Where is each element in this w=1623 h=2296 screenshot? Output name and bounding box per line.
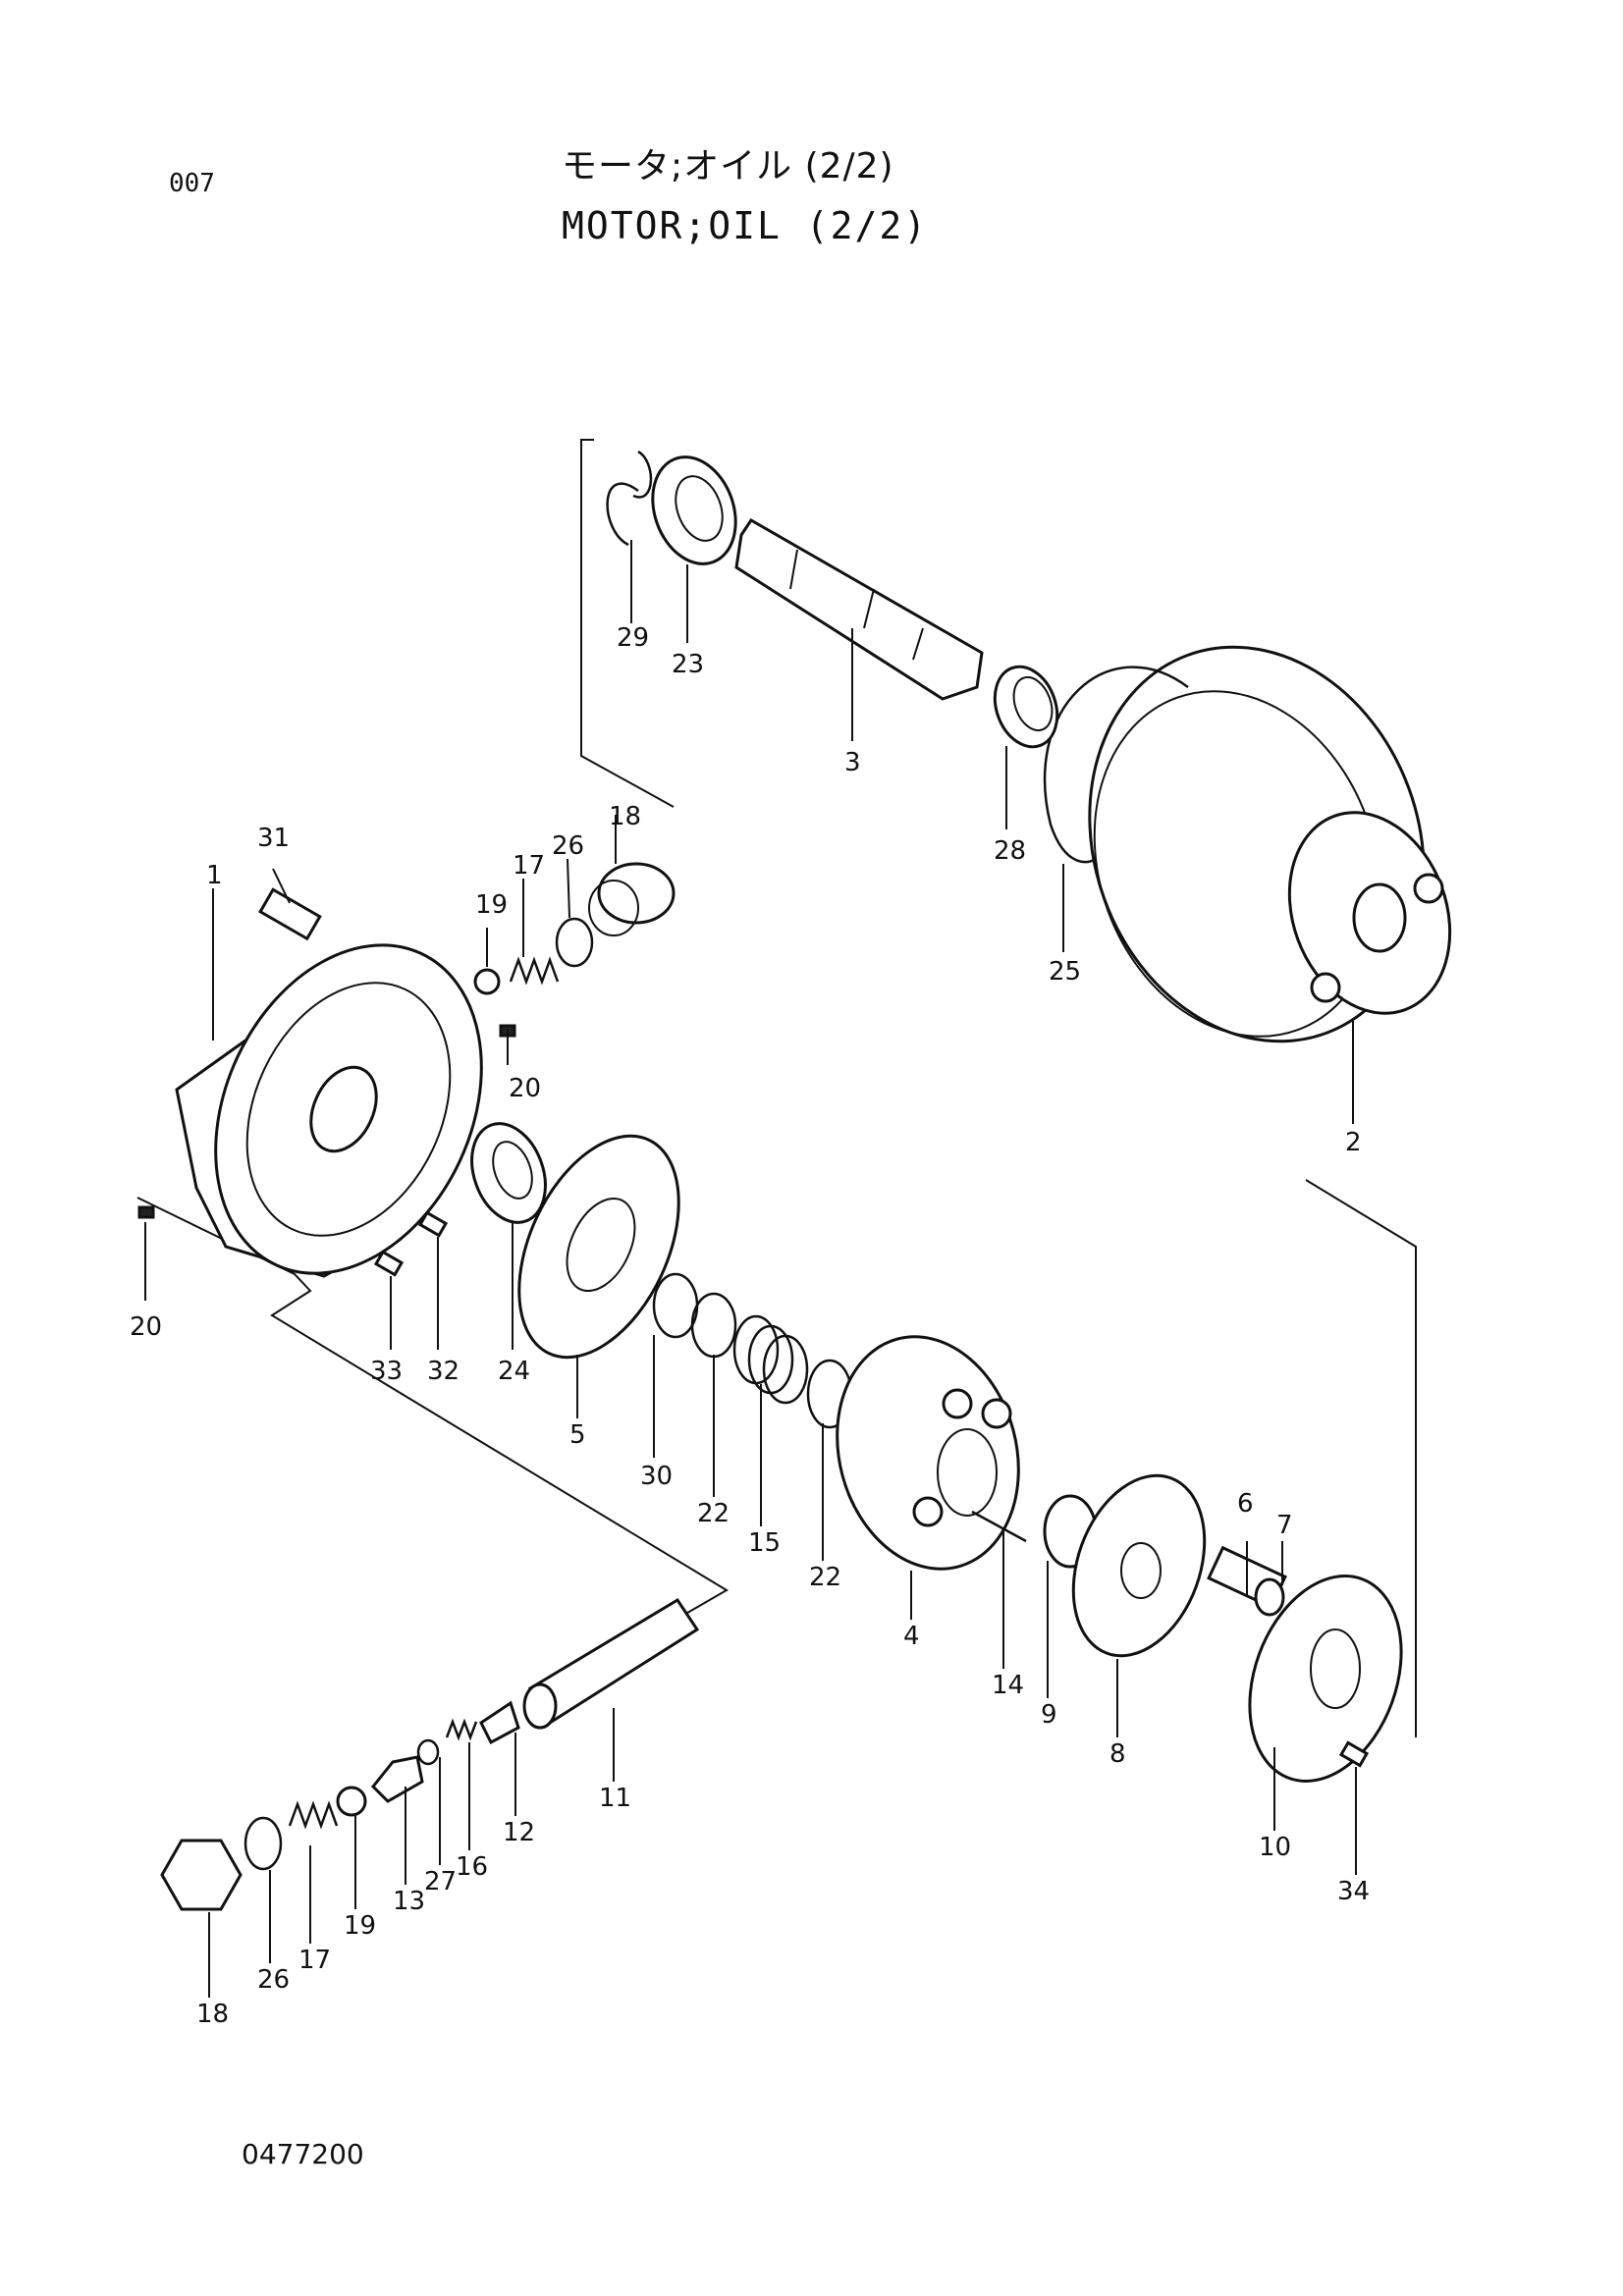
callout-27: 27 bbox=[424, 1867, 457, 1896]
part-washer-top bbox=[473, 968, 501, 995]
part-o-ring-27 bbox=[416, 1738, 440, 1766]
part-pin-14 bbox=[971, 1510, 1027, 1543]
part-spool bbox=[522, 1597, 700, 1730]
part-poppet-12 bbox=[479, 1700, 520, 1745]
callout-29: 30 bbox=[640, 1462, 673, 1491]
part-ball-bearing-top bbox=[651, 455, 737, 565]
page-title-japanese: モータ;オイル (2/2) bbox=[562, 146, 894, 187]
callout-6: 6 bbox=[1237, 1489, 1254, 1519]
part-cylinder-block bbox=[836, 1335, 1020, 1571]
callout-18-top: 18 bbox=[609, 802, 641, 831]
callout-1: 1 bbox=[206, 861, 223, 890]
document-number: 0477200 bbox=[242, 2138, 364, 2170]
callout-24: 24 bbox=[498, 1357, 530, 1386]
callout-33: 33 bbox=[370, 1357, 403, 1386]
callout-20-left: 20 bbox=[130, 1312, 162, 1342]
callout-14: 14 bbox=[992, 1671, 1024, 1700]
part-washer-bottom bbox=[336, 1786, 367, 1817]
callout-3: 3 bbox=[844, 748, 861, 777]
callout-31: 32 bbox=[427, 1357, 460, 1386]
part-pin-31 bbox=[417, 1210, 449, 1238]
part-spring-bottom bbox=[288, 1800, 339, 1830]
part-o-ring-bottom bbox=[243, 1816, 283, 1871]
part-ball-bearing-mid bbox=[470, 1122, 547, 1224]
part-pin-32 bbox=[1338, 1740, 1370, 1768]
part-snap-ring-top bbox=[606, 450, 653, 547]
part-ring-22-a bbox=[690, 1292, 737, 1359]
part-spring-top bbox=[509, 956, 560, 986]
part-swash-plate bbox=[1248, 1575, 1403, 1783]
part-spring-15 bbox=[732, 1314, 809, 1405]
callout-13: 13 bbox=[393, 1887, 425, 1916]
part-pin-20-left bbox=[137, 1205, 155, 1219]
callout-26-bottom: 26 bbox=[257, 1965, 290, 1995]
part-valve-cover bbox=[175, 943, 483, 1278]
callout-18-bottom: 18 bbox=[196, 2000, 229, 2029]
part-retainer-plate bbox=[1071, 1473, 1207, 1658]
callout-28: 28 bbox=[994, 836, 1026, 866]
page-code: 007 bbox=[169, 169, 215, 198]
part-pin-33 bbox=[373, 1250, 405, 1277]
callout-17-bottom: 17 bbox=[298, 1946, 331, 1975]
callout-25: 25 bbox=[1049, 957, 1081, 987]
callout-2: 2 bbox=[1345, 1128, 1362, 1157]
part-roller-bearing bbox=[993, 665, 1059, 749]
callout-11: 11 bbox=[599, 1784, 631, 1813]
callout-5: 5 bbox=[569, 1420, 586, 1450]
part-spring-16 bbox=[445, 1718, 478, 1741]
callout-10: 10 bbox=[1259, 1833, 1291, 1862]
callout-20-top: 20 bbox=[509, 1074, 541, 1103]
part-plug-bottom bbox=[160, 1839, 243, 1911]
callout-23: 23 bbox=[672, 650, 704, 679]
callout-17-top: 17 bbox=[513, 851, 545, 881]
callout-labels: 29 23 3 28 25 2 31 1 18 26 17 19 20 20 3… bbox=[130, 623, 1370, 2029]
callout-15: 15 bbox=[748, 1528, 781, 1558]
callout-22-a: 22 bbox=[697, 1499, 730, 1528]
part-o-ring-large bbox=[1044, 666, 1189, 864]
part-piston-shoe bbox=[1254, 1577, 1285, 1617]
callout-19-bottom: 19 bbox=[344, 1911, 376, 1941]
callout-7: 7 bbox=[1276, 1511, 1293, 1540]
part-snap-ring-29 bbox=[652, 1272, 699, 1339]
callout-32: 34 bbox=[1337, 1877, 1370, 1906]
callout-22-b: 22 bbox=[809, 1563, 841, 1592]
callout-26-top: 26 bbox=[552, 831, 584, 861]
callout-19-top: 19 bbox=[475, 890, 508, 920]
callout-12: 12 bbox=[503, 1818, 535, 1847]
callout-16: 16 bbox=[456, 1852, 488, 1882]
part-bolt bbox=[258, 887, 322, 941]
page-title-english: MOTOR;OIL (2/2) bbox=[562, 204, 929, 247]
leader-lines bbox=[144, 540, 1357, 1998]
part-shaft bbox=[734, 518, 984, 701]
callout-34: 29 bbox=[617, 623, 649, 653]
part-plug-top bbox=[588, 862, 676, 936]
part-valve-plate bbox=[517, 1134, 680, 1360]
callout-9: 9 bbox=[1041, 1700, 1057, 1730]
part-housing bbox=[1088, 645, 1452, 1043]
part-seat-13 bbox=[370, 1755, 424, 1803]
part-o-ring-top bbox=[555, 917, 594, 968]
callout-30: 31 bbox=[257, 824, 290, 853]
callout-8: 8 bbox=[1109, 1739, 1126, 1769]
callout-4: 4 bbox=[903, 1622, 920, 1651]
